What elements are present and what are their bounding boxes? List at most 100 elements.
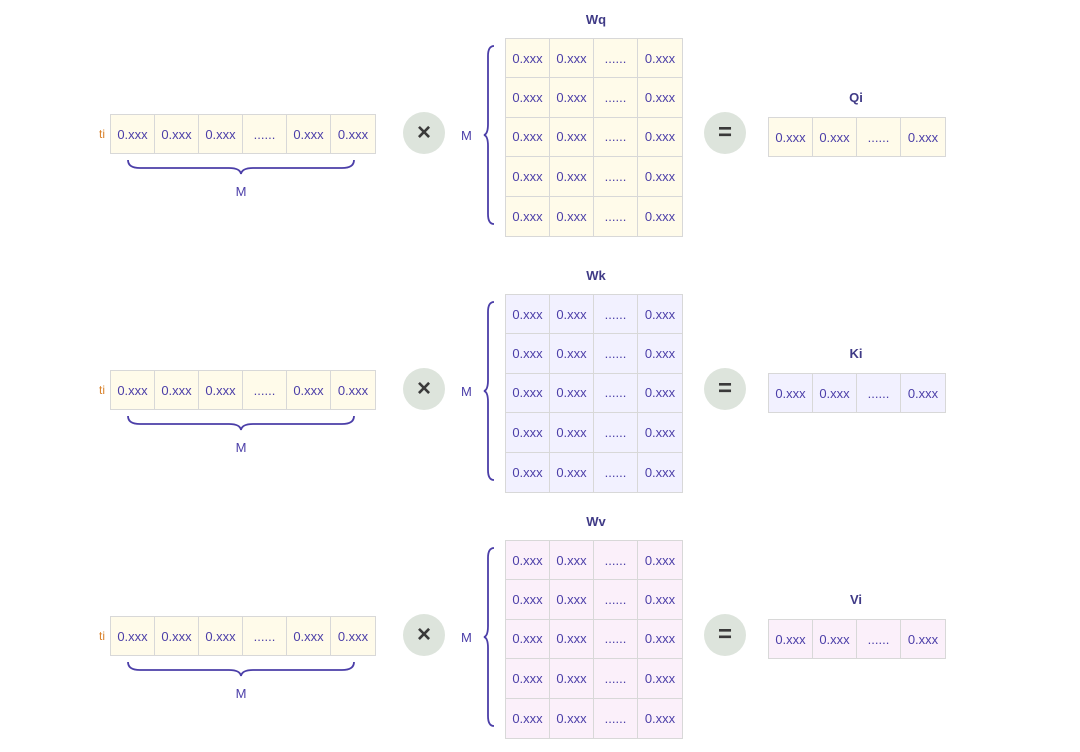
matrix-cell: ...... [594, 196, 638, 236]
matrix-cell: 0.xxx [506, 452, 550, 492]
matrix-cell: 0.xxx [550, 39, 594, 79]
matrix-cell: 0.xxx [638, 39, 682, 79]
matrix-cell: 0.xxx [644, 464, 676, 480]
matrix-cell: 0.xxx [550, 78, 594, 118]
matrix-cell: 0.xxx [550, 334, 594, 374]
output-cell: ...... [857, 118, 901, 156]
output-title: Qi [849, 90, 863, 105]
matrix-dim-label: M [461, 128, 472, 143]
input-dim-label: M [235, 184, 247, 199]
matrix-cell: 0.xxx [550, 117, 594, 158]
matrix-cell: 0.xxx [506, 698, 550, 738]
input-cell: 0.xxx [155, 371, 199, 409]
output-title: Vi [849, 592, 863, 607]
matrix-cell: 0.xxx [638, 541, 682, 581]
matrix-brace [483, 547, 495, 727]
matrix-cell: 0.xxx [506, 196, 550, 236]
matrix-cell: ...... [594, 117, 638, 158]
input-cell: 0.xxx [199, 617, 243, 655]
matrix-cell: 0.xxx [550, 619, 594, 660]
output-cell: 0.xxx [813, 374, 857, 412]
output-cell: ...... [857, 620, 901, 658]
matrix-cell: 0.xxx [638, 374, 682, 414]
multiply-icon: × [403, 112, 445, 154]
matrix-cell: 0.xxx [638, 334, 682, 374]
matrix-dim-label: M [461, 630, 472, 645]
matrix-cell: 0.xxx [644, 710, 676, 726]
input-cell: 0.xxx [111, 371, 155, 409]
input-cell: ...... [243, 115, 287, 153]
matrix-cell: 0.xxx [506, 334, 550, 374]
matrix-cell: ...... [594, 580, 638, 620]
matrix-cell: ...... [594, 452, 638, 492]
matrix-cell: 0.xxx [506, 39, 550, 79]
output-cell: 0.xxx [769, 118, 813, 156]
input-cell: ...... [243, 371, 287, 409]
matrix-cell: 0.xxx [638, 78, 682, 118]
output-cell: 0.xxx [907, 385, 939, 401]
matrix-cell: 0.xxx [506, 659, 550, 699]
matrix-cell: 0.xxx [550, 580, 594, 620]
input-cell: 0.xxx [337, 628, 369, 644]
input-brace [127, 159, 355, 175]
matrix-cell: 0.xxx [638, 659, 682, 699]
input-cell: 0.xxx [337, 126, 369, 142]
matrix-cell: ...... [594, 39, 638, 79]
multiply-icon: × [403, 614, 445, 656]
input-dim-label: M [235, 686, 247, 701]
input-cell: 0.xxx [337, 382, 369, 398]
matrix-brace [483, 45, 495, 225]
matrix-cell: 0.xxx [638, 118, 682, 158]
matrix-cell: 0.xxx [550, 373, 594, 414]
equals-icon: = [704, 112, 746, 154]
matrix-cell: 0.xxx [550, 659, 594, 699]
matrix-cell: 0.xxx [506, 541, 550, 581]
matrix-cell: 0.xxx [638, 620, 682, 660]
output-cell: 0.xxx [769, 620, 813, 658]
matrix-cell: 0.xxx [506, 373, 550, 414]
input-label: ti [99, 629, 105, 643]
matrix-cell: 0.xxx [644, 208, 676, 224]
multiply-icon: × [403, 368, 445, 410]
matrix-cell: ...... [594, 541, 638, 581]
output-cell: 0.xxx [769, 374, 813, 412]
input-dim-label: M [235, 440, 247, 455]
input-cell: 0.xxx [111, 617, 155, 655]
input-cell: 0.xxx [199, 371, 243, 409]
input-cell: ...... [243, 617, 287, 655]
matrix-cell: ...... [594, 698, 638, 738]
input-brace [127, 415, 355, 431]
matrix-title: Wq [585, 12, 607, 27]
output-cell: 0.xxx [813, 620, 857, 658]
input-cell: 0.xxx [199, 115, 243, 153]
matrix-cell: 0.xxx [638, 295, 682, 335]
equals-icon: = [704, 614, 746, 656]
output-title: Ki [849, 346, 863, 361]
matrix-cell: 0.xxx [506, 117, 550, 158]
matrix-cell: 0.xxx [550, 541, 594, 581]
matrix-cell: 0.xxx [638, 580, 682, 620]
matrix-title: Wv [586, 514, 606, 529]
matrix-dim-label: M [461, 384, 472, 399]
matrix-cell: 0.xxx [550, 295, 594, 335]
matrix-cell: 0.xxx [550, 698, 594, 738]
matrix-brace [483, 301, 495, 481]
output-cell: ...... [857, 374, 901, 412]
matrix-cell: 0.xxx [638, 157, 682, 197]
input-brace [127, 661, 355, 677]
matrix-cell: ...... [594, 373, 638, 414]
matrix-cell: 0.xxx [506, 580, 550, 620]
matrix-cell: 0.xxx [550, 157, 594, 197]
matrix-cell: ...... [594, 78, 638, 118]
input-cell: 0.xxx [287, 115, 331, 153]
matrix-cell: 0.xxx [506, 413, 550, 453]
input-cell: 0.xxx [287, 617, 331, 655]
matrix-cell: 0.xxx [506, 619, 550, 660]
